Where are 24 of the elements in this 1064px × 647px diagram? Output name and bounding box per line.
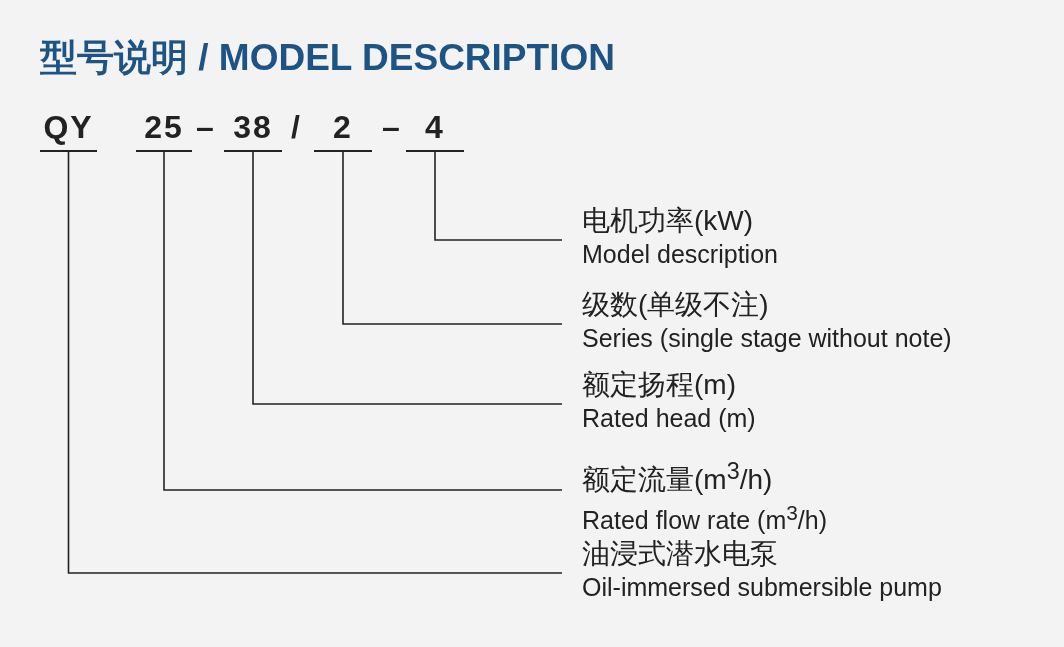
chinese-label: 额定扬程(m) [582,368,737,402]
title: 型号说明 / MODEL DESCRIPTION [40,36,615,80]
code-segment: 2 [314,104,372,152]
leader-line [163,151,563,491]
leader-line [67,151,563,574]
chinese-label: 油浸式潜水电泵 [582,537,779,571]
chinese-label: 级数(单级不注) [582,288,770,322]
separator: – [196,108,214,147]
chinese-label: 电机功率(kW) [582,204,755,238]
english-label: Rated flow rate (m$^{3}$/h) [582,500,828,537]
code-segment: QY [40,104,97,152]
chinese-label: 额定流量(m$^{3}$/h) [582,457,774,498]
leader-line [342,151,563,325]
english-label: Rated head (m) [582,403,756,434]
english-label: Model description [582,239,778,270]
separator: – [382,108,400,147]
english-label: Series (single stage without note) [582,323,952,354]
code-segment: 25 [136,104,192,152]
leader-line [434,151,563,241]
leader-line [252,151,563,405]
separator: / [291,108,300,147]
english-label: Oil-immersed submersible pump [582,572,942,603]
code-segment: 4 [406,104,464,152]
code-segment: 38 [224,104,282,152]
